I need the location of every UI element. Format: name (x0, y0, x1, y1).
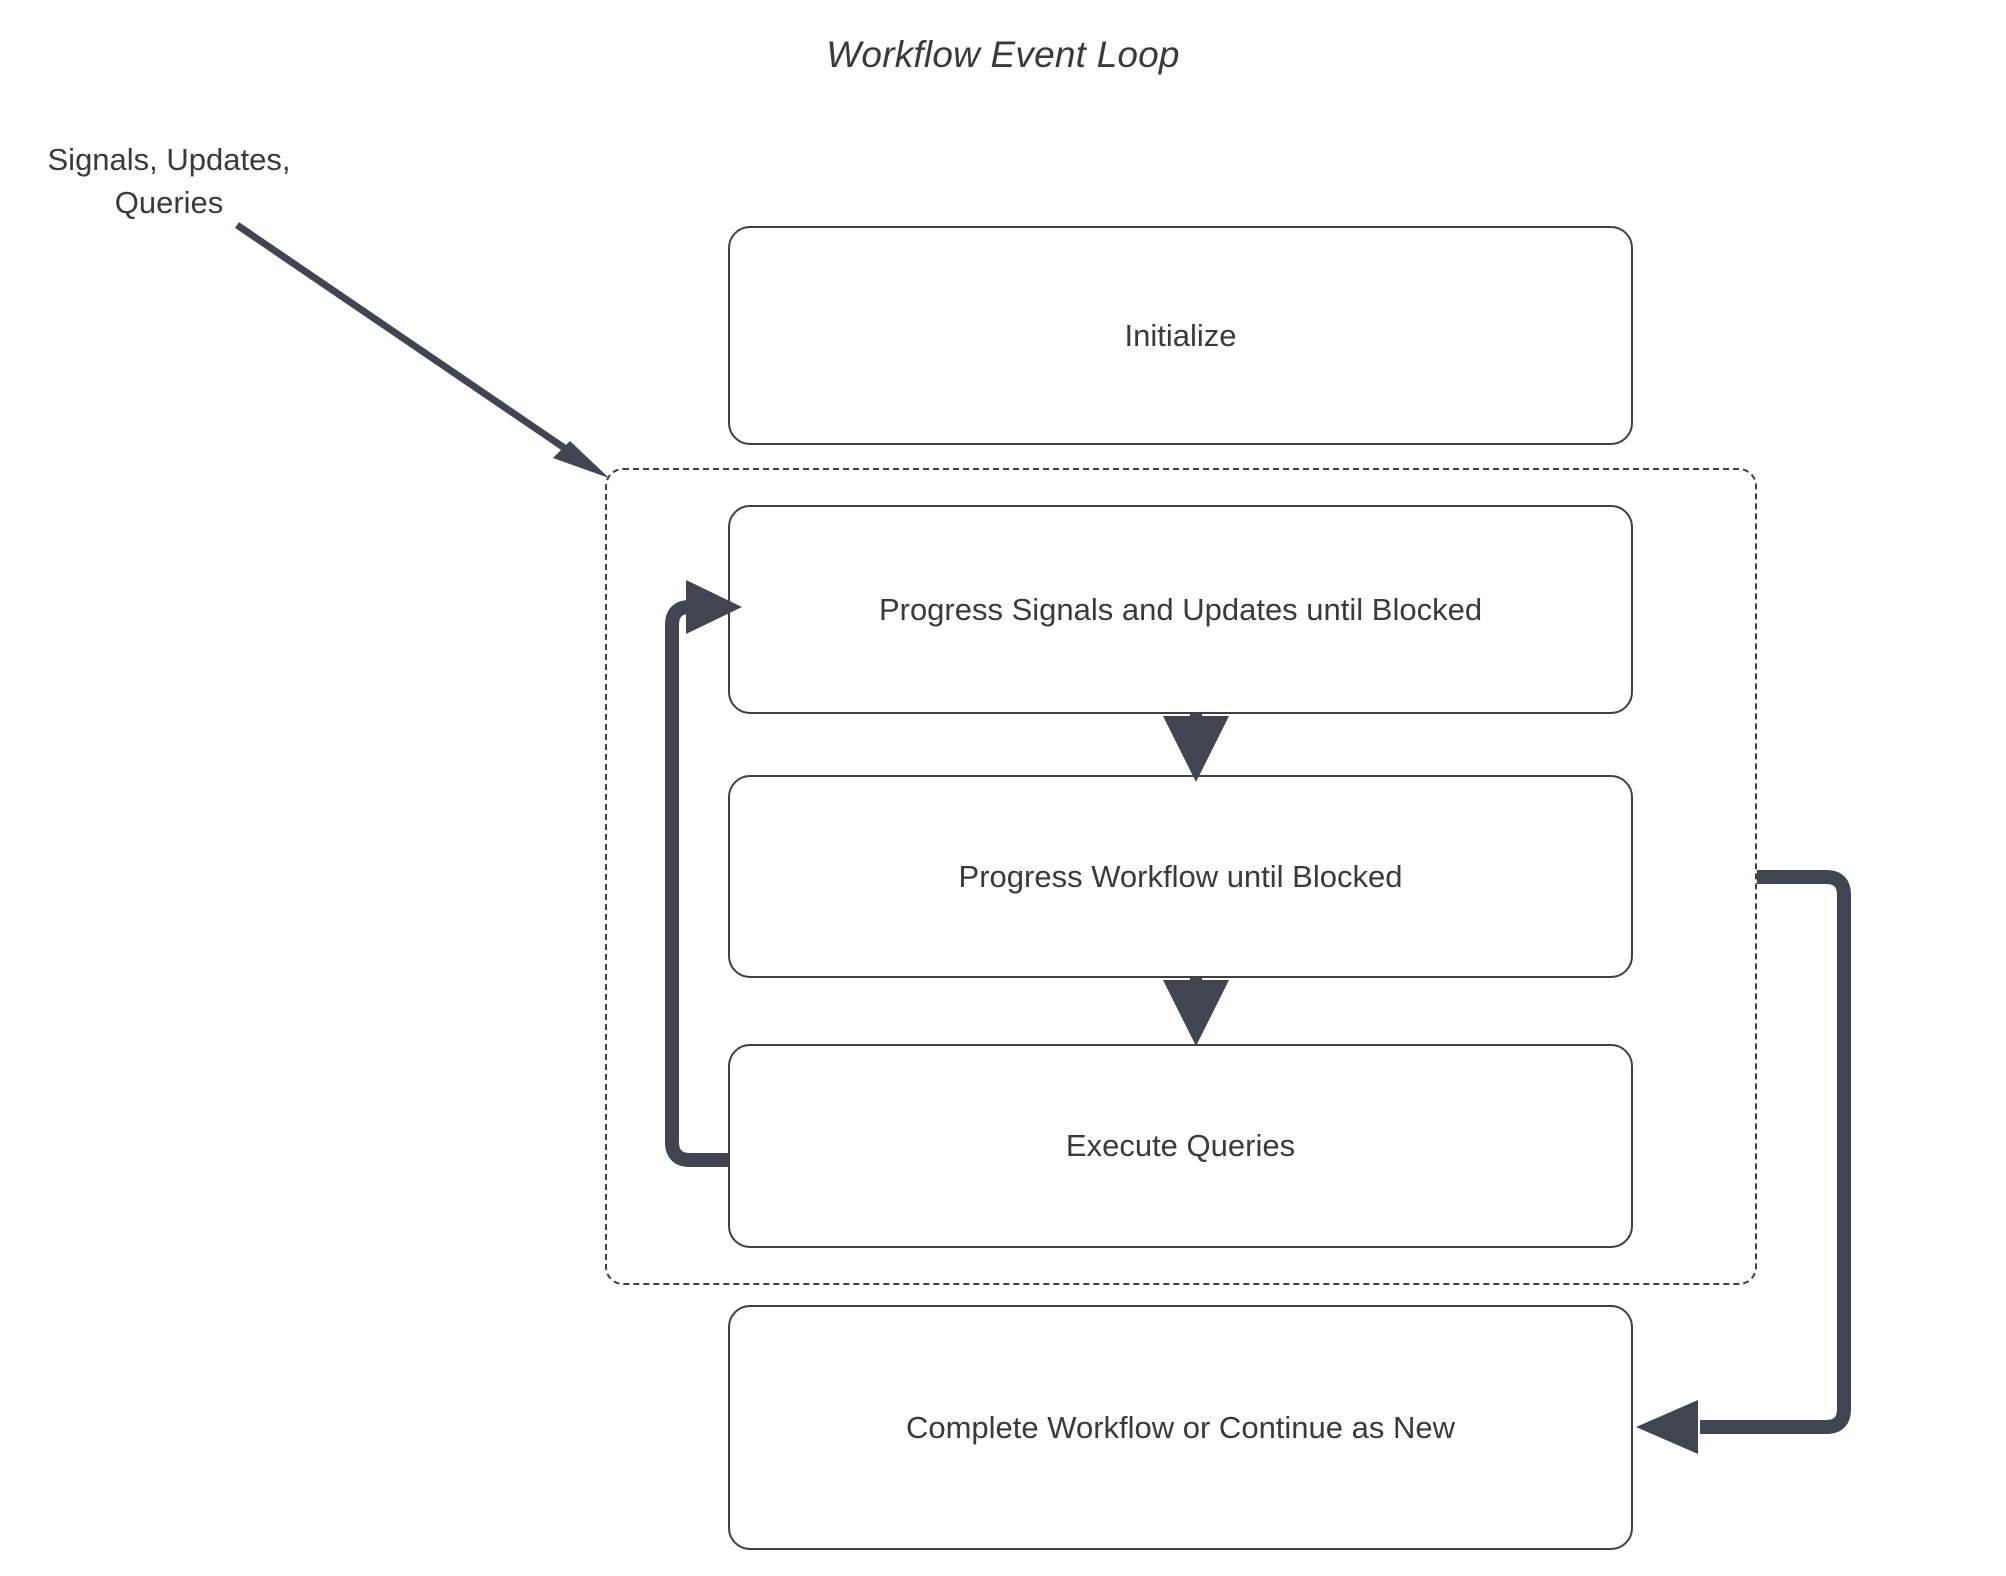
signals-updates-queries-arrow (235, 222, 609, 478)
node-complete-workflow[interactable]: Complete Workflow or Continue as New (728, 1305, 1633, 1550)
node-progress-workflow-label: Progress Workflow until Blocked (958, 858, 1403, 894)
node-execute-queries-label: Execute Queries (1065, 1128, 1296, 1163)
node-initialize-label: Initialize (1124, 317, 1237, 353)
external-input-label-line-1: Signals, Updates, (47, 142, 291, 177)
page-title: Workflow Event Loop (826, 34, 1180, 75)
node-progress-signals-and-updates-label: Progress Signals and Updates until Block… (878, 591, 1483, 627)
node-progress-workflow[interactable]: Progress Workflow until Blocked (728, 775, 1633, 978)
node-complete-workflow-label: Complete Workflow or Continue as New (905, 1409, 1456, 1445)
external-input-label: Signals, Updates, Queries (24, 138, 314, 224)
node-execute-queries[interactable]: Execute Queries (728, 1044, 1633, 1248)
node-progress-signals-and-updates[interactable]: Progress Signals and Updates until Block… (728, 505, 1633, 714)
external-input-label-line-2: Queries (114, 185, 224, 220)
node-initialize[interactable]: Initialize (728, 226, 1633, 445)
